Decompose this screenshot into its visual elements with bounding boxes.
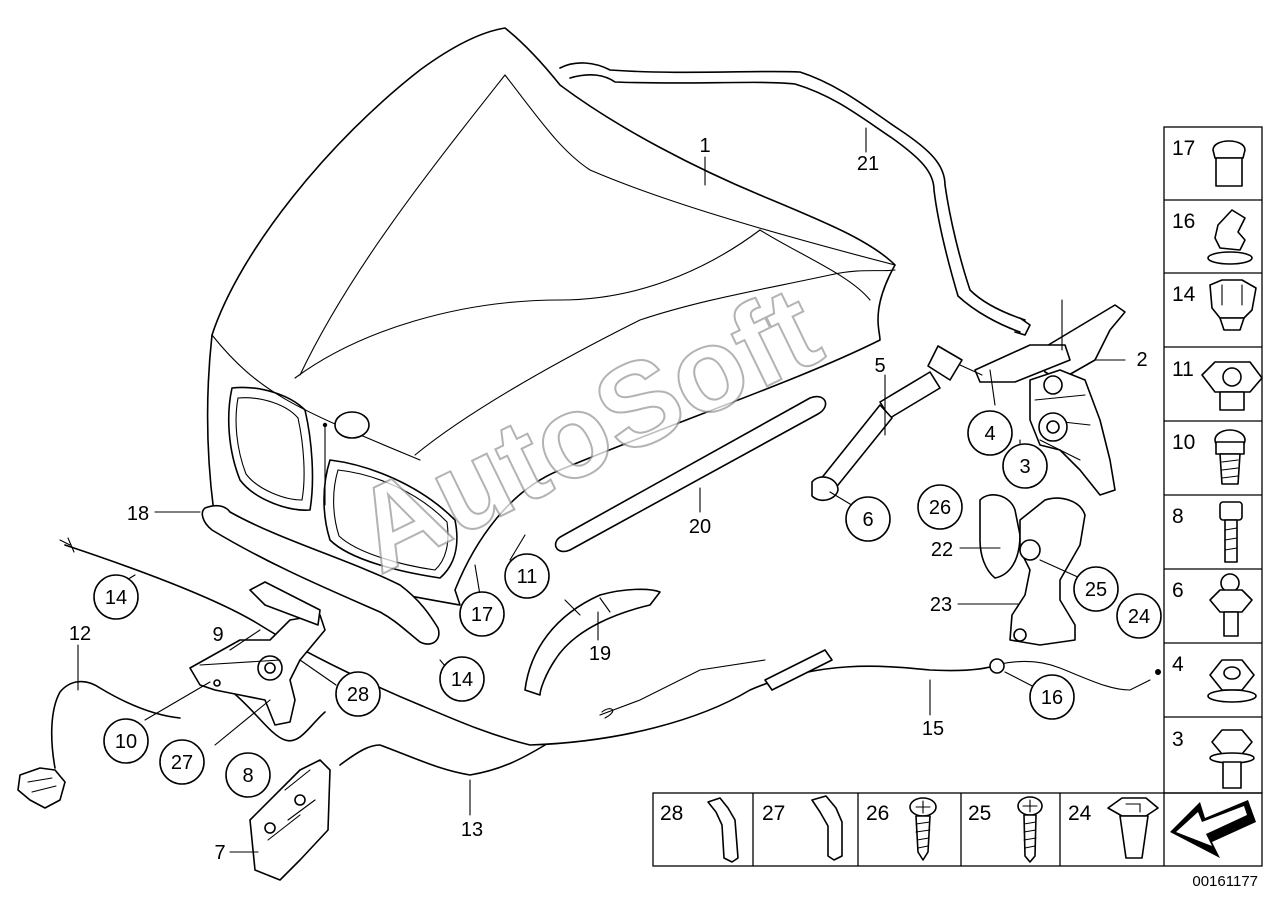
callout-17: 17 [459,591,505,637]
hex-bolt-icon [1209,729,1255,789]
callout-16-label: 16 [1041,687,1063,709]
callout-26: 26 [917,484,963,530]
part-cell-26-label: 26 [866,802,889,825]
callout-20: 20 [689,516,711,538]
callout-23: 23 [930,594,952,616]
callout-8-label: 8 [242,765,253,787]
hex-nut-icon [1207,659,1257,703]
callout-6: 6 [845,496,891,542]
callout-11: 11 [504,553,550,599]
hood-lock-7 [229,759,331,881]
callout-12: 12 [69,623,91,645]
plastic-nut-icon [1107,797,1159,859]
parts-row: 28 27 26 25 24 [652,792,1263,867]
ball-stud-icon [1209,573,1253,637]
callout-28-label: 28 [347,684,369,706]
safety-catch-assembly [957,494,1086,646]
part-cell-4-label: 4 [1172,653,1184,676]
part-cell-28-label: 28 [660,802,683,825]
callout-24-label: 24 [1128,606,1150,628]
callout-4-label: 4 [984,423,995,445]
phillips-screw-icon [909,797,937,861]
grommet-icon [1201,361,1263,411]
callout-18: 18 [127,503,149,525]
part-cell-3-label: 3 [1172,728,1184,751]
callout-10-label: 10 [115,731,137,753]
callout-14-left: 14 [93,574,139,620]
callout-14b-label: 14 [451,669,473,691]
callout-6-label: 6 [862,509,873,531]
callout-3: 3 [1002,443,1048,489]
callout-26-label: 26 [929,497,951,519]
callout-5: 5 [874,355,885,377]
part-cell-17-label: 17 [1172,137,1195,160]
clip-icon [1207,209,1253,265]
wheel-arch-part-19 [524,588,661,696]
release-cables [17,537,1161,809]
callout-25-label: 25 [1085,579,1107,601]
callout-21: 21 [857,153,879,175]
clamp-clip-icon [707,797,739,863]
part-cell-10-label: 10 [1172,431,1195,454]
part-cell-24-label: 24 [1068,802,1092,825]
phillips-screw-long-icon [1017,796,1043,863]
direction-arrow-icon [1170,800,1256,858]
circled-callouts: 4 3 6 26 25 24 11 17 [93,410,1162,798]
clamp-clip-alt-icon [811,795,843,861]
callout-7: 7 [214,842,225,864]
trim-strip-20 [554,395,827,553]
callout-16: 16 [1029,674,1075,720]
part-cell-27-label: 27 [762,802,785,825]
callout-28: 28 [335,671,381,717]
front-strip-18 [154,504,440,645]
parts-column: 17 16 14 11 10 8 6 4 3 [1163,126,1263,794]
callout-19: 19 [589,643,611,665]
part-cell-16-label: 16 [1172,210,1195,233]
callout-1: 1 [699,135,710,157]
expanding-clip-icon [1209,279,1257,331]
callout-17-label: 17 [471,604,493,626]
callout-25: 25 [1073,566,1119,612]
callout-3-label: 3 [1019,456,1030,478]
callout-24: 24 [1116,593,1162,639]
part-cell-11-label: 11 [1172,358,1194,381]
callout-2: 2 [1136,349,1147,371]
torx-bolt-icon [1214,429,1246,485]
socket-screw-icon [1219,501,1243,563]
callout-14a-label: 14 [105,587,127,609]
callout-27: 27 [159,739,205,785]
gas-strut-5 [811,345,983,502]
part-cell-25-label: 25 [968,802,991,825]
callout-27-label: 27 [171,752,193,774]
cap-icon [1212,140,1246,187]
part-cell-6-label: 6 [1172,579,1184,602]
callout-13: 13 [461,819,483,841]
part-cell-8-label: 8 [1172,505,1184,528]
callout-9: 9 [212,624,223,646]
callout-14-middle: 14 [439,656,485,702]
callouts: 1 21 2 5 18 20 22 23 12 9 19 15 13 7 [69,135,1148,864]
drawing-number: 00161177 [1192,873,1258,890]
part-cell-14-label: 14 [1172,283,1196,306]
callout-11-label: 11 [517,566,538,588]
callout-22: 22 [931,539,953,561]
lock-bracket-9 [144,581,337,746]
hood-seal-21 [559,62,1031,336]
callout-10: 10 [103,718,149,764]
hood-hinge-2 [974,299,1126,496]
callout-8: 8 [225,752,271,798]
callout-15: 15 [922,718,944,740]
callout-4: 4 [967,410,1013,456]
